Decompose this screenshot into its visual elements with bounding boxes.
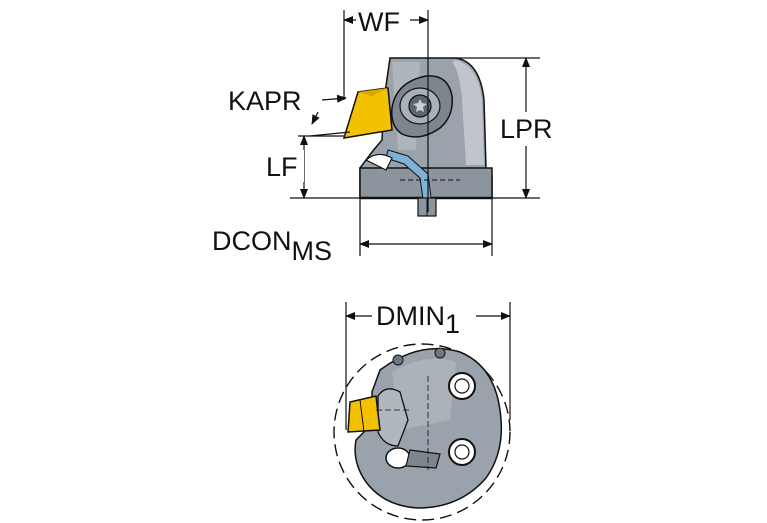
label-dmin-sub: 1: [445, 309, 460, 339]
end-view-clamp: [377, 388, 409, 447]
end-view: [333, 343, 511, 521]
dimension-wf: WF: [343, 6, 429, 212]
dimension-lpr: LPR: [456, 57, 562, 199]
label-dcon-main: DCON: [212, 226, 292, 256]
dimension-lf: LF: [264, 135, 360, 199]
label-wf: WF: [358, 7, 400, 37]
end-view-dmin-circle: [333, 343, 511, 521]
label-dmin: DMIN1: [376, 301, 460, 339]
end-view-insert: [347, 395, 381, 433]
label-dmin-main: DMIN: [376, 301, 445, 331]
label-lf: LF: [266, 152, 298, 182]
side-view-insert: [342, 87, 393, 139]
label-dcon-sub: MS: [292, 236, 333, 266]
dimension-dmin: DMIN1: [345, 298, 511, 430]
dimension-dcon: DCONMS: [212, 198, 493, 266]
side-view: [342, 57, 493, 217]
label-dcon: DCONMS: [212, 226, 332, 266]
label-lpr: LPR: [500, 114, 553, 144]
label-kapr: KAPR: [228, 86, 302, 116]
dimension-kapr: KAPR: [228, 86, 351, 137]
